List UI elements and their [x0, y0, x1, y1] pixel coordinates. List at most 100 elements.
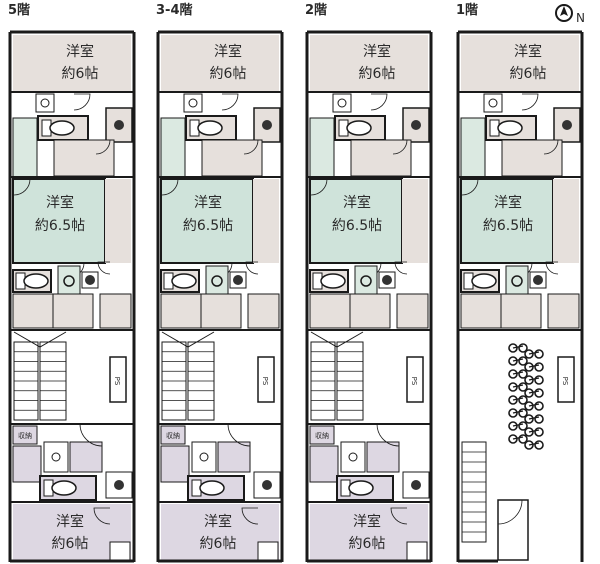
- bicycle-frame: [512, 397, 524, 401]
- washer-icon: [533, 275, 543, 285]
- rear-room-name: 洋室: [363, 43, 391, 60]
- toilet-icon: [15, 272, 49, 290]
- bicycle-parking: [508, 343, 544, 450]
- bicycle-frame: [512, 410, 524, 414]
- bicycle-wheel: [524, 401, 534, 411]
- door-swing: [545, 261, 559, 275]
- toilet-bowl: [197, 120, 223, 136]
- bicycle-wheel: [508, 434, 518, 444]
- washbasin-cabinet: [340, 441, 366, 473]
- door-swing: [97, 261, 111, 275]
- shower-room: [350, 139, 412, 177]
- shower-room: [217, 441, 251, 473]
- middle-room-size: 約6.5帖: [483, 218, 533, 234]
- rear-room-floor: [310, 35, 428, 92]
- door-swing: [241, 507, 259, 525]
- door-swing: [521, 93, 539, 111]
- toilet-icon: [163, 272, 197, 290]
- corridor-alcove: [309, 445, 339, 483]
- laundry-space: [99, 293, 132, 329]
- toilet-icon: [340, 479, 374, 497]
- door-swing: [543, 139, 559, 155]
- bicycle-wheel: [508, 369, 518, 379]
- toilet-bowl: [346, 120, 372, 136]
- washbasin-cabinet: [35, 93, 55, 113]
- door-swing: [370, 93, 388, 111]
- shower-room: [52, 293, 94, 329]
- ps-label: PS: [261, 377, 269, 386]
- washer-icon: [262, 480, 272, 490]
- bicycle-wheel: [518, 434, 528, 444]
- bicycle-wheel: [518, 343, 528, 353]
- bicycle-icon: [508, 356, 528, 366]
- washer-icon: [114, 120, 124, 130]
- shower-room: [69, 441, 103, 473]
- front-room-name: 洋室: [56, 513, 84, 530]
- bicycle-wheel: [518, 369, 528, 379]
- rear-room-floor: [461, 35, 579, 92]
- ps-label: PS: [410, 377, 418, 386]
- middle-closet: [402, 179, 428, 263]
- staircase-left: [161, 341, 187, 421]
- door-swing: [161, 178, 179, 196]
- bicycle-wheel: [518, 395, 528, 405]
- bicycle-wheel: [524, 427, 534, 437]
- bicycle-wheel: [534, 414, 544, 424]
- door-swing: [221, 93, 239, 111]
- corridor-alcove: [12, 445, 42, 483]
- bicycle-icon: [524, 401, 544, 411]
- toilet-icon: [489, 119, 523, 137]
- bicycle-wheel: [534, 375, 544, 385]
- middle-closet: [105, 179, 131, 263]
- toilet-bowl: [320, 273, 346, 289]
- rear-room-size: 約6帖: [62, 66, 99, 82]
- shower-room: [200, 293, 242, 329]
- washer-icon: [233, 275, 243, 285]
- toilet-bowl: [49, 120, 75, 136]
- door-swing: [243, 139, 259, 155]
- bicycle-frame: [528, 403, 540, 407]
- middle-closet: [553, 179, 579, 263]
- front-room-size: 約6帖: [200, 536, 237, 552]
- middle-room-size: 約6.5帖: [332, 218, 382, 234]
- door-swing: [390, 507, 408, 525]
- washer-space: [105, 471, 133, 499]
- bicycle-icon: [524, 362, 544, 372]
- toilet-bowl: [23, 273, 49, 289]
- rear-bath-block: [309, 93, 430, 189]
- toilet-bowl: [348, 480, 374, 496]
- bicycle-icon: [524, 349, 544, 359]
- shower-room: [500, 293, 542, 329]
- middle-bath-block: [160, 261, 280, 329]
- bicycle-frame: [512, 345, 524, 349]
- north-compass-icon: N: [555, 4, 585, 25]
- bicycle-icon: [524, 427, 544, 437]
- storage-label: 収納: [166, 431, 180, 440]
- front-room-name: 洋室: [204, 513, 232, 530]
- bicycle-frame: [528, 442, 540, 446]
- door-swing: [497, 499, 523, 525]
- washer-icon: [262, 120, 272, 130]
- door-swing: [95, 139, 111, 155]
- toilet-bowl: [171, 273, 197, 289]
- bicycle-wheel: [508, 382, 518, 392]
- front-bath-block: [309, 423, 430, 501]
- washbasin-cabinet: [354, 265, 378, 297]
- door-swing: [394, 261, 408, 275]
- washbasin-icon: [511, 275, 523, 287]
- bicycle-frame: [528, 351, 540, 355]
- washer-icon: [382, 275, 392, 285]
- floor-title: 5階: [8, 2, 30, 18]
- washer-icon: [114, 480, 124, 490]
- washbasin-icon: [188, 98, 198, 108]
- staircase-left: [310, 341, 336, 421]
- toilet-icon: [463, 272, 497, 290]
- storage-space: [309, 293, 351, 329]
- bicycle-icon: [508, 395, 528, 405]
- washer-icon: [411, 480, 421, 490]
- washbasin-icon: [337, 98, 347, 108]
